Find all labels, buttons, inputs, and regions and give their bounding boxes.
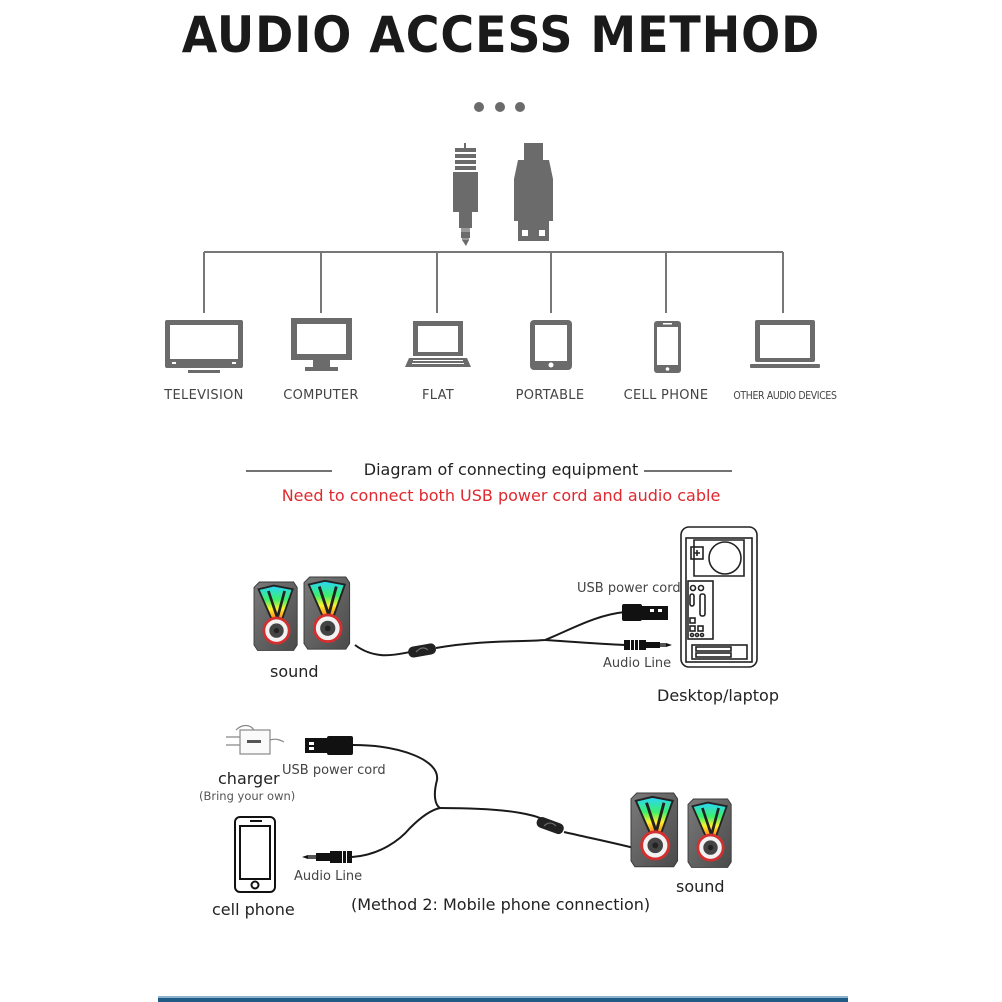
audio-jack-icon (624, 640, 672, 650)
television-icon (165, 320, 243, 373)
device-label-cell-phone: CELL PHONE (623, 388, 709, 403)
laptop-icon (750, 320, 820, 368)
charger-icon (226, 724, 285, 755)
usb-power-cord-label: USB power cord (577, 581, 681, 596)
desktop-laptop-label: Desktop/laptop (657, 686, 779, 705)
audio-line-label: Audio Line (294, 869, 363, 884)
footer-bar (158, 996, 848, 1002)
charger-label: charger (218, 769, 280, 788)
desktop-tower-icon (680, 526, 758, 668)
device-label-portable: PORTABLE (515, 388, 585, 403)
audio-jack-icon (302, 851, 352, 863)
laptop-icon (405, 321, 471, 367)
method2-caption: (Method 2: Mobile phone connection) (351, 895, 651, 914)
charger-note: (Bring your own) (199, 789, 296, 803)
device-label-flat: FLAT (421, 388, 455, 403)
audio-line-label: Audio Line (603, 656, 672, 671)
audio-jack-icon (453, 143, 478, 246)
usb-plug-icon (514, 143, 553, 241)
more-dots-icon (474, 102, 525, 112)
smartphone-icon (654, 321, 681, 373)
usb-plug-icon (305, 736, 353, 755)
device-label-computer: COMPUTER (283, 388, 359, 403)
section-heading: Diagram of connecting equipment (363, 460, 639, 479)
speaker-label: sound (270, 662, 319, 681)
usb-plug-icon (622, 604, 668, 621)
device-label-other-audio-devices: OTHER AUDIO DEVICES (733, 389, 837, 402)
cell-phone-label: cell phone (212, 900, 295, 919)
inline-controller-icon (408, 643, 437, 658)
cable-method1 (354, 611, 626, 657)
speaker-pair-method1 (252, 575, 352, 652)
page-title: AUDIO ACCESS METHOD (181, 6, 821, 64)
speaker-pair-method2 (629, 791, 733, 869)
device-label-television: TELEVISION (164, 388, 244, 403)
cell-phone-icon (234, 816, 276, 893)
monitor-icon (291, 318, 352, 371)
inline-controller-icon (536, 816, 564, 835)
usb-power-cord-label: USB power cord (282, 763, 386, 778)
connection-note: Need to connect both USB power cord and … (281, 486, 721, 505)
speaker-label: sound (676, 877, 725, 896)
connection-tree (203, 251, 784, 313)
cable-method2 (351, 744, 635, 858)
tablet-icon (530, 320, 572, 370)
